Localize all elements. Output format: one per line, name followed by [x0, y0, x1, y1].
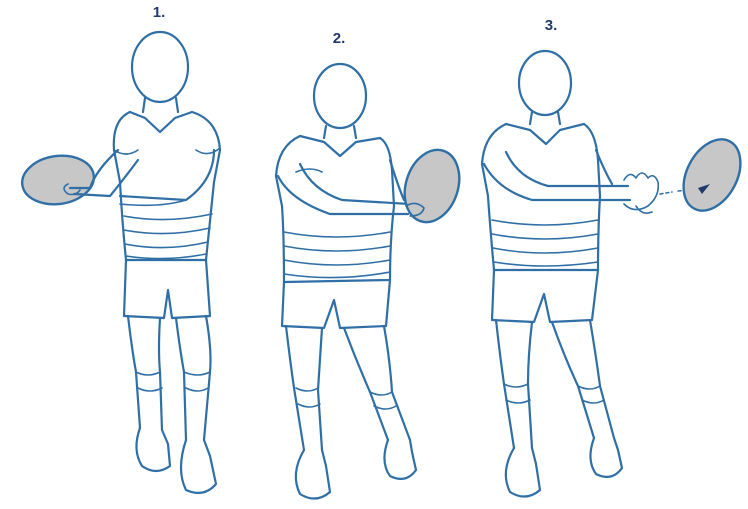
rugby-ball-2: [396, 143, 468, 229]
rugby-ball-3: [672, 130, 748, 221]
player-figure-3: [482, 51, 748, 497]
player-figure-1: [19, 32, 220, 493]
rugby-ball-1: [19, 151, 97, 209]
player-figure-2: [276, 64, 468, 499]
head-3: [519, 51, 571, 115]
head-1: [132, 32, 188, 102]
head-2: [314, 64, 366, 128]
